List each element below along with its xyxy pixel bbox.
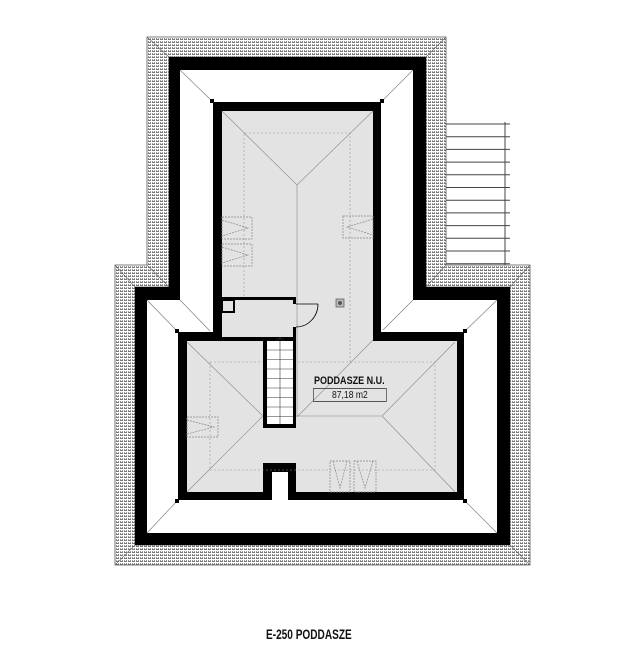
attic-floor: [187, 111, 457, 492]
skylight: [342, 215, 374, 239]
plan-title: E-250 PODDASZE: [266, 626, 352, 642]
roof-hip-lines: [114, 36, 531, 566]
skylight: [353, 460, 377, 493]
outer-wall: [135, 57, 510, 545]
closet: [221, 299, 235, 313]
door[interactable]: [295, 303, 319, 328]
chimney-notch: [272, 472, 288, 501]
partition-walls: [222, 297, 296, 341]
eaves-lines: [146, 69, 498, 534]
skylight: [329, 460, 351, 493]
skylights: [186, 215, 377, 493]
staircase[interactable]: [263, 336, 296, 428]
vent-icon: [335, 298, 345, 308]
skylight: [186, 416, 219, 438]
room-area-label: 87,18 m2: [313, 388, 387, 402]
room-name-label: PODDASZE N.U.: [314, 375, 385, 387]
skylight: [221, 216, 253, 240]
terrace-stairs: [446, 122, 510, 266]
knee-wall-lines: [209, 132, 436, 471]
corner-posts: [175, 99, 467, 503]
skylight: [221, 243, 253, 267]
